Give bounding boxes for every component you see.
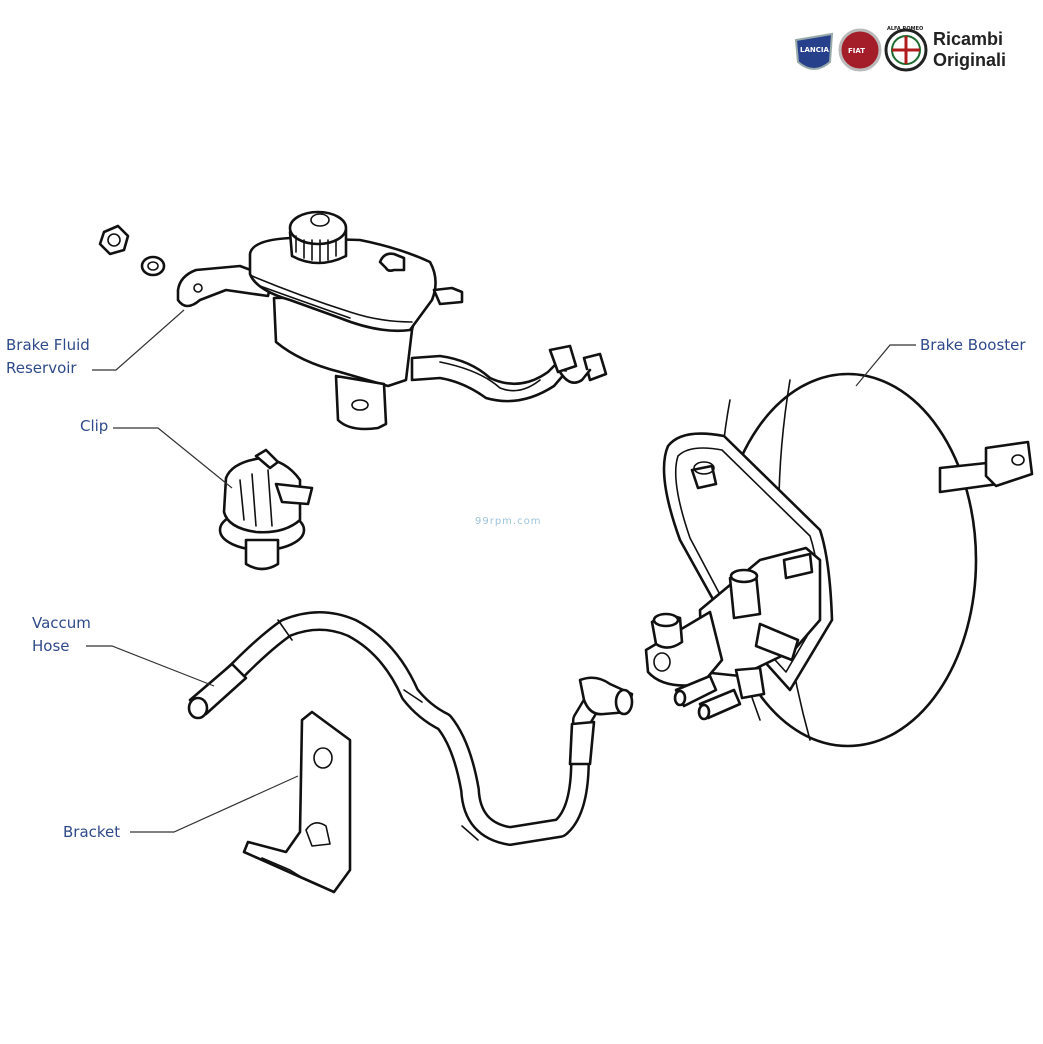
- label-brake-fluid-reservoir-line2: Reservoir: [6, 359, 77, 377]
- clip: [218, 448, 314, 571]
- brake-booster: [644, 372, 1034, 748]
- label-vaccum-hose-line1: Vaccum: [32, 614, 91, 632]
- bracket: [242, 710, 352, 894]
- leader-lines: [86, 309, 916, 833]
- brand-line-2: Originali: [933, 50, 1006, 70]
- label-bracket: Bracket: [63, 823, 120, 841]
- label-vaccum-hose-line2: Hose: [32, 637, 70, 655]
- nut: [98, 224, 130, 256]
- fiat-logo: FIAT: [838, 28, 882, 72]
- svg-text:FIAT: FIAT: [848, 47, 865, 55]
- vaccum-hose: [187, 611, 634, 846]
- label-brake-fluid-reservoir-line1: Brake Fluid: [6, 336, 90, 354]
- svg-text:LANCIA: LANCIA: [800, 46, 829, 54]
- watermark: 99rpm.com: [475, 516, 541, 527]
- brand-block: LANCIA FIAT ALFA ROMEO Ricambi Originali: [794, 26, 1006, 72]
- brand-line-1: Ricambi: [933, 29, 1003, 49]
- label-brake-booster: Brake Booster: [920, 336, 1026, 354]
- label-clip: Clip: [80, 417, 108, 435]
- washer: [140, 255, 166, 277]
- brake-fluid-reservoir: [176, 210, 608, 431]
- svg-text:ALFA ROMEO: ALFA ROMEO: [887, 26, 923, 32]
- lancia-logo: LANCIA: [794, 32, 834, 70]
- alfa-romeo-logo: ALFA ROMEO: [884, 26, 928, 72]
- part-labels: Brake Fluid Reservoir Clip Vaccum Hose B…: [6, 336, 1026, 841]
